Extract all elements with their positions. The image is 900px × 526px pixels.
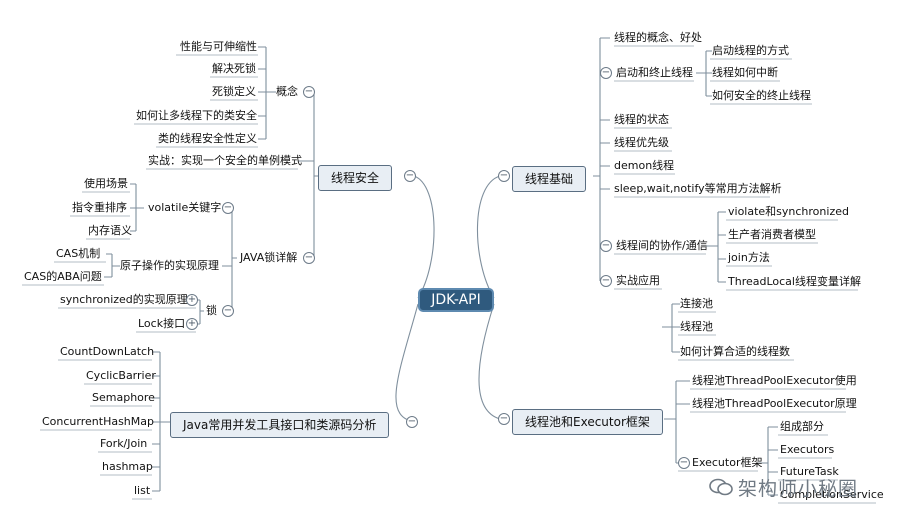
topic-start-thread-ways[interactable]: 启动线程的方式 bbox=[712, 44, 789, 57]
topic-tpe-usage[interactable]: 线程池ThreadPoolExecutor使用 bbox=[692, 374, 857, 387]
topic-threadlocal[interactable]: ThreadLocal线程变量详解 bbox=[728, 275, 861, 288]
topic-resolve-deadlock[interactable]: 解决死锁 bbox=[212, 62, 256, 75]
topic-daemon-thread[interactable]: demon线程 bbox=[614, 159, 675, 172]
topic-atomic-ops[interactable]: 原子操作的实现原理 bbox=[120, 259, 219, 272]
topic-cyclicbarrier[interactable]: CyclicBarrier bbox=[86, 369, 156, 382]
collapse-icon[interactable]: − bbox=[678, 457, 690, 469]
topic-countdownlatch[interactable]: CountDownLatch bbox=[60, 345, 155, 358]
collapse-icon[interactable]: − bbox=[303, 86, 315, 98]
collapse-icon[interactable]: − bbox=[222, 202, 234, 214]
expand-icon[interactable]: + bbox=[186, 294, 198, 306]
root-node[interactable]: JDK-API bbox=[418, 288, 494, 312]
topic-tpe-principle[interactable]: 线程池ThreadPoolExecutor原理 bbox=[692, 397, 857, 410]
topic-class-safe-multithread[interactable]: 如何让多线程下的类安全 bbox=[136, 109, 257, 122]
topic-class-safety-definition[interactable]: 类的线程安全性定义 bbox=[158, 132, 257, 145]
topic-forkjoin[interactable]: Fork/Join bbox=[100, 437, 148, 450]
topic-thread-state[interactable]: 线程的状态 bbox=[614, 113, 669, 126]
topic-use-cases[interactable]: 使用场景 bbox=[84, 177, 128, 190]
node-thread-pool-executor[interactable]: 线程池和Executor框架 bbox=[512, 409, 663, 435]
topic-thread-interrupt[interactable]: 线程如何中断 bbox=[712, 66, 778, 79]
topic-instruction-reorder[interactable]: 指令重排序 bbox=[72, 201, 127, 214]
topic-join-method[interactable]: join方法 bbox=[728, 251, 770, 264]
collapse-icon[interactable]: − bbox=[303, 252, 315, 264]
topic-java-lock[interactable]: JAVA锁详解 bbox=[240, 251, 298, 264]
topic-safe-stop-thread[interactable]: 如何安全的终止线程 bbox=[712, 89, 811, 102]
topic-producer-consumer[interactable]: 生产者消费者模型 bbox=[728, 228, 816, 241]
watermark-text: 架构师小秘圈 bbox=[738, 478, 859, 500]
topic-thread-concept[interactable]: 线程的概念、好处 bbox=[614, 31, 702, 44]
collapse-icon[interactable]: − bbox=[222, 305, 234, 317]
topic-thread-priority[interactable]: 线程优先级 bbox=[614, 136, 669, 149]
topic-common-methods[interactable]: sleep,wait,notify等常用方法解析 bbox=[614, 182, 782, 195]
topic-connection-pool[interactable]: 连接池 bbox=[680, 297, 713, 310]
topic-semaphore[interactable]: Semaphore bbox=[92, 391, 155, 404]
collapse-icon[interactable]: − bbox=[498, 170, 510, 182]
topic-completionservice[interactable]: CompletionService bbox=[780, 488, 884, 501]
topic-volatile[interactable]: volatile关键字 bbox=[148, 201, 222, 214]
topic-list[interactable]: list bbox=[134, 484, 151, 497]
wechat-icon bbox=[709, 478, 733, 496]
topic-components[interactable]: 组成部分 bbox=[780, 420, 824, 433]
collapse-icon[interactable]: − bbox=[498, 413, 510, 425]
topic-safe-singleton[interactable]: 实战：实现一个安全的单例模式 bbox=[148, 154, 302, 167]
topic-cas[interactable]: CAS机制 bbox=[56, 247, 101, 260]
topic-memory-semantics[interactable]: 内存语义 bbox=[88, 224, 132, 237]
node-thread-safety[interactable]: 线程安全 bbox=[318, 165, 393, 191]
topic-performance-scalability[interactable]: 性能与可伸缩性 bbox=[180, 40, 257, 53]
topic-cas-aba[interactable]: CAS的ABA问题 bbox=[24, 270, 102, 283]
topic-concept[interactable]: 概念 bbox=[276, 85, 298, 98]
topic-lock-interface[interactable]: Lock接口 bbox=[138, 317, 186, 330]
topic-thread-count[interactable]: 如何计算合适的线程数 bbox=[680, 345, 790, 358]
topic-start-stop-thread[interactable]: 启动和终止线程 bbox=[616, 66, 693, 79]
topic-lock[interactable]: 锁 bbox=[206, 304, 217, 317]
topic-practice[interactable]: 实战应用 bbox=[616, 274, 660, 287]
topic-deadlock-definition[interactable]: 死锁定义 bbox=[212, 85, 256, 98]
topic-thread-pool[interactable]: 线程池 bbox=[680, 320, 713, 333]
topic-violate-synchronized[interactable]: violate和synchronized bbox=[728, 205, 849, 218]
topic-concurrenthashmap[interactable]: ConcurrentHashMap bbox=[42, 415, 154, 428]
topic-synchronized-principle[interactable]: synchronized的实现原理 bbox=[60, 293, 188, 306]
collapse-icon[interactable]: − bbox=[404, 170, 416, 182]
topic-hashmap[interactable]: hashmap bbox=[102, 460, 153, 473]
expand-icon[interactable]: + bbox=[186, 318, 198, 330]
node-threading-basics[interactable]: 线程基础 bbox=[512, 166, 587, 192]
node-concurrency-tools[interactable]: Java常用并发工具接口和类源码分析 bbox=[170, 412, 390, 438]
collapse-icon[interactable]: − bbox=[406, 416, 418, 428]
topic-executor-framework[interactable]: Executor框架 bbox=[692, 456, 763, 469]
collapse-icon[interactable]: − bbox=[600, 240, 612, 252]
topic-thread-cooperation[interactable]: 线程间的协作/通信 bbox=[616, 239, 708, 252]
collapse-icon[interactable]: − bbox=[600, 275, 612, 287]
topic-futuretask[interactable]: FutureTask bbox=[780, 465, 839, 478]
collapse-icon[interactable]: − bbox=[600, 67, 612, 79]
topic-executors[interactable]: Executors bbox=[780, 443, 835, 456]
